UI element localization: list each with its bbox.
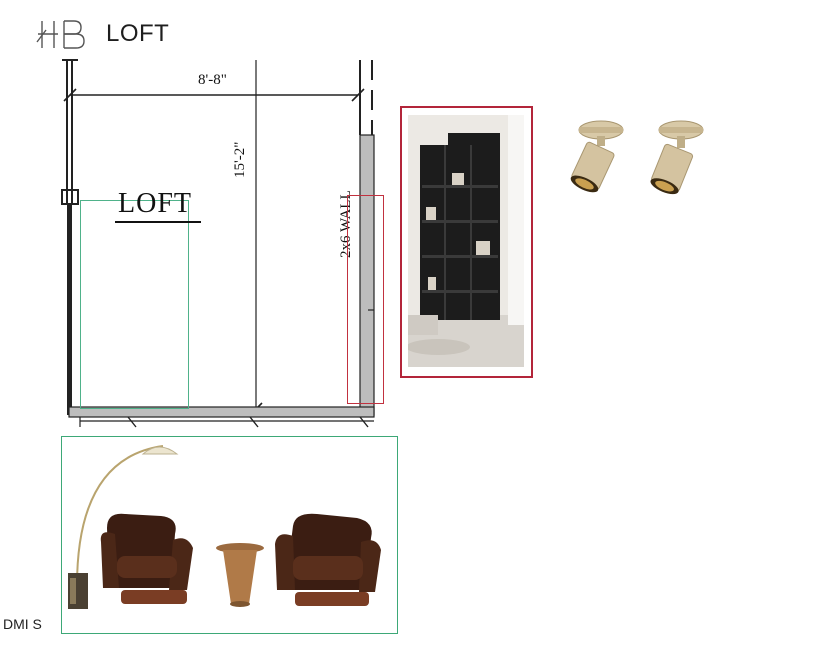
furniture-frame — [61, 436, 398, 634]
length-dimension-label: 15'-2" — [232, 141, 248, 178]
wall-zone-highlight — [347, 195, 384, 404]
room-zone-highlight — [80, 200, 189, 409]
bottom-wall — [68, 406, 375, 418]
brand-title: LOFT — [106, 20, 170, 47]
width-dimension-label: 8'-8" — [198, 72, 227, 88]
left-wall — [67, 195, 72, 415]
bookshelf-icon — [408, 115, 524, 367]
brand-header: LOFT — [36, 18, 186, 52]
room-label-underline — [115, 221, 201, 223]
footer-text: DMI S — [3, 616, 42, 632]
spotlight-icon — [570, 120, 624, 193]
lounge-set-icon — [68, 445, 381, 609]
spotlight-icon — [650, 120, 704, 195]
room-label: LOFT — [118, 188, 192, 219]
hb-logo-icon — [36, 20, 85, 49]
floor-plan — [61, 59, 375, 428]
